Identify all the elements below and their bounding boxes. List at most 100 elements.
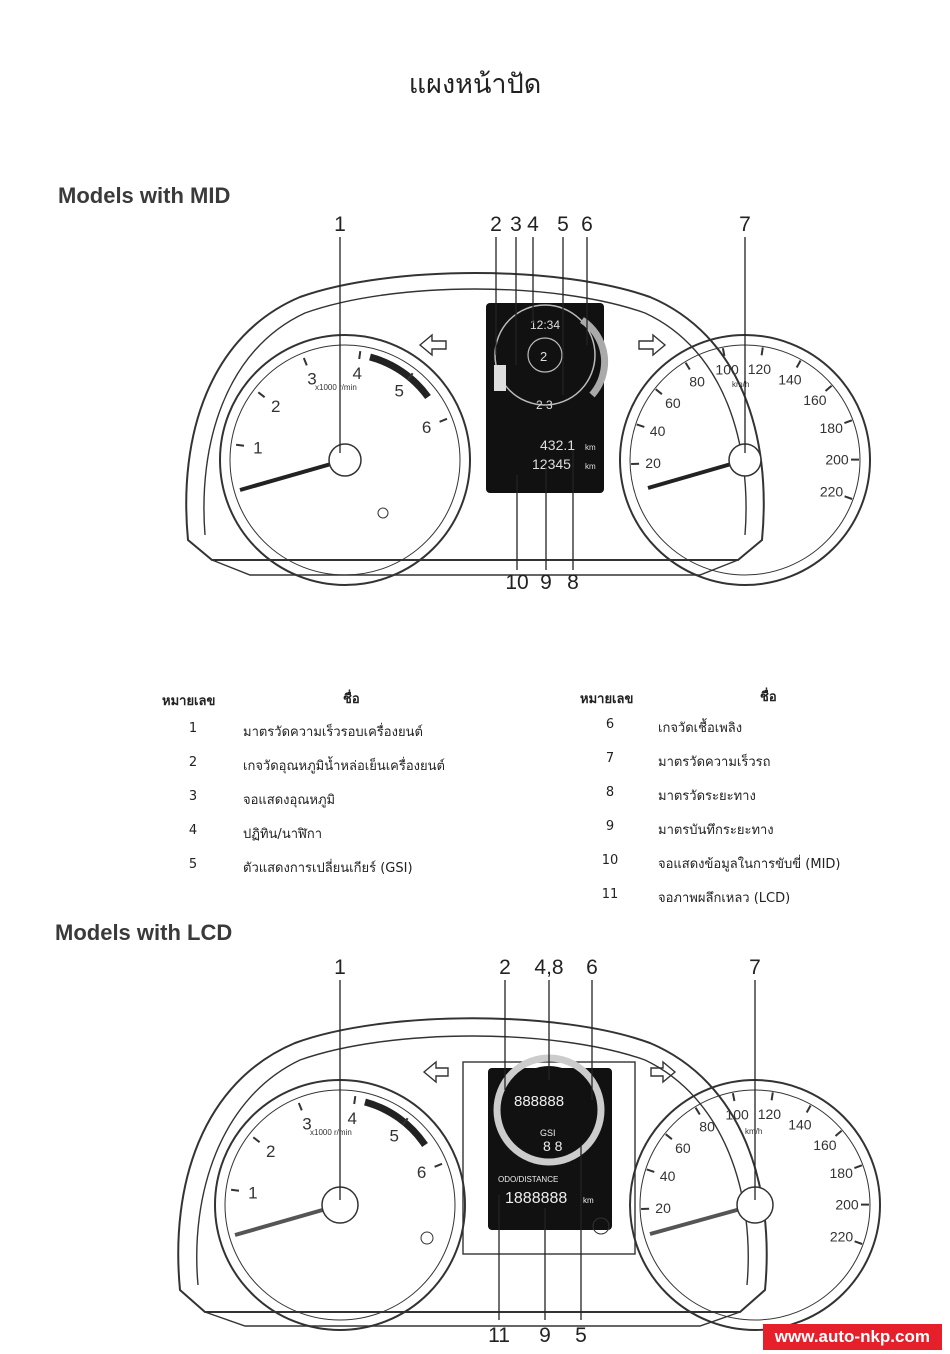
callout-number: 9 (539, 1324, 551, 1347)
row-name: จอภาพผลึกเหลว (LCD) (658, 891, 791, 906)
mid-speedo-tick (844, 495, 853, 500)
mid-tacho-tick (407, 372, 414, 381)
mid-speedo-label: 220 (820, 483, 844, 499)
mid-odo-unit: km (585, 462, 596, 471)
lcd-tacho-tick (353, 1095, 357, 1105)
callout-number: 4 (527, 213, 539, 236)
callout-number: 6 (581, 213, 593, 236)
callout-number: 3 (510, 213, 522, 236)
row-number: 4 (188, 823, 198, 838)
mid-speedo-tick (824, 385, 833, 392)
mid-speedo-tick (844, 419, 853, 425)
mid-speedo-tick (721, 348, 726, 357)
row-number: 11 (601, 887, 619, 902)
lcd-tacho-label: 5 (389, 1127, 398, 1146)
lcd-speedo-label: 60 (675, 1140, 691, 1156)
lcd-odo-unit: km (583, 1196, 594, 1205)
page-title: แผงหน้าปัด (408, 69, 542, 100)
table-header-number-right: หมายเลข (580, 692, 634, 707)
row-number: 3 (188, 789, 198, 804)
mid-tacho-tick (257, 391, 266, 398)
mid-tacho-label: 3 (307, 369, 316, 388)
row-number: 5 (188, 857, 198, 872)
lcd-speedo-label: 220 (830, 1228, 854, 1244)
mid-tacho-label: 1 (253, 439, 262, 458)
lcd-tacho-label: 6 (417, 1163, 426, 1182)
row-name: เกจวัดเชื้อเพลิง (658, 721, 743, 736)
lcd-speedo-label: 100 (725, 1107, 749, 1123)
mid-speedo-tick (760, 347, 764, 356)
mid-tacho-label: 4 (352, 364, 361, 383)
mid-tacho-tick (358, 350, 362, 360)
lcd-tacho-tick (297, 1102, 303, 1111)
lcd-speedo-tick (694, 1107, 701, 1116)
lcd-gear-readout: 8 8 (543, 1138, 563, 1154)
mid-tacho-unit: x1000 r/min (315, 383, 357, 392)
callout-number: 5 (557, 213, 569, 236)
row-name: จอแสดงข้อมูลในการขับขี่ (MID) (658, 857, 841, 872)
lcd-speedo-tick (834, 1130, 843, 1137)
row-name: ปฏิทิน/นาฬิกา (243, 827, 323, 842)
row-number: 8 (605, 785, 615, 800)
mid-speedo-unit: km/h (732, 380, 749, 389)
mid-trip-unit: km (585, 443, 596, 452)
mid-tacho-label: 2 (271, 397, 280, 416)
lcd-speedo-tick (854, 1164, 863, 1170)
lcd-tacho-tick (434, 1162, 443, 1168)
mid-tacho-tick (235, 443, 245, 447)
lcd-speedo-label: 40 (660, 1168, 676, 1184)
lcd-speedo-tick (805, 1105, 812, 1113)
callout-number: 1 (334, 956, 346, 979)
lcd-speedo-tick (646, 1168, 655, 1173)
callout-number: 11 (488, 1324, 510, 1347)
lcd-speedo-tick (854, 1240, 863, 1245)
mid-speedo-label: 80 (689, 373, 705, 389)
lcd-range-readout: 888888 (514, 1093, 564, 1110)
lcd-tacho-unit: x1000 r/min (310, 1128, 352, 1137)
mid-speedo-label: 100 (715, 362, 739, 378)
callout-number: 6 (586, 956, 598, 979)
lcd-tacho-label: 4 (347, 1109, 356, 1128)
row-name: มาตรบันทึกระยะทาง (658, 823, 774, 838)
section-title-mid: Models with MID (58, 183, 231, 208)
row-name: จอแสดงอุณหภูมิ (243, 793, 336, 808)
table-header-number-left: หมายเลข (162, 694, 216, 709)
lcd-speedo-label: 180 (830, 1165, 854, 1181)
mid-speedo-tick (655, 388, 663, 395)
mid-speedo-tick (684, 362, 691, 371)
lcd-speedo-tick (770, 1092, 774, 1101)
callout-number: 4,8 (534, 956, 563, 979)
row-name: มาตรวัดระยะทาง (658, 789, 756, 804)
row-name: มาตรวัดความเร็วรอบเครื่องยนต์ (243, 725, 423, 740)
lcd-odo-label: ODO/DISTANCE (498, 1175, 558, 1184)
mid-speedo-label: 120 (748, 361, 772, 377)
watermark: www.auto-nkp.com (762, 1324, 942, 1350)
lcd-tacho-label: 1 (248, 1184, 257, 1203)
lcd-tacho-label: 3 (302, 1114, 311, 1133)
row-number: 9 (605, 819, 615, 834)
mid-gear-shift-readout: 2 3 (536, 398, 553, 412)
mid-tacho-tick (302, 357, 308, 366)
lcd-tacho-tick (402, 1117, 409, 1126)
callout-number: 7 (739, 213, 751, 236)
row-number: 1 (188, 721, 198, 736)
lcd-tacho-label: 2 (266, 1142, 275, 1161)
mid-gear-readout: 2 (540, 349, 547, 364)
mid-tacho-label: 5 (394, 382, 403, 401)
mid-speedo-tick (636, 423, 645, 428)
mid-speedo-label: 160 (803, 392, 827, 408)
mid-tacho-tick (439, 417, 448, 423)
table-header-name-left: ชื่อ (343, 692, 360, 707)
callout-number: 8 (567, 571, 579, 594)
mid-speedo-label: 20 (645, 455, 661, 471)
lcd-tacho-tick (230, 1188, 240, 1192)
lcd-speedo-label: 80 (699, 1118, 715, 1134)
mid-speedo-label: 140 (778, 372, 802, 388)
mid-clock-readout: 12:34 (530, 318, 560, 332)
mid-speedo-label: 200 (825, 452, 849, 468)
callout-number: 9 (540, 571, 552, 594)
mid-speedo-label: 60 (665, 395, 681, 411)
lcd-tacho-tick (252, 1136, 261, 1143)
